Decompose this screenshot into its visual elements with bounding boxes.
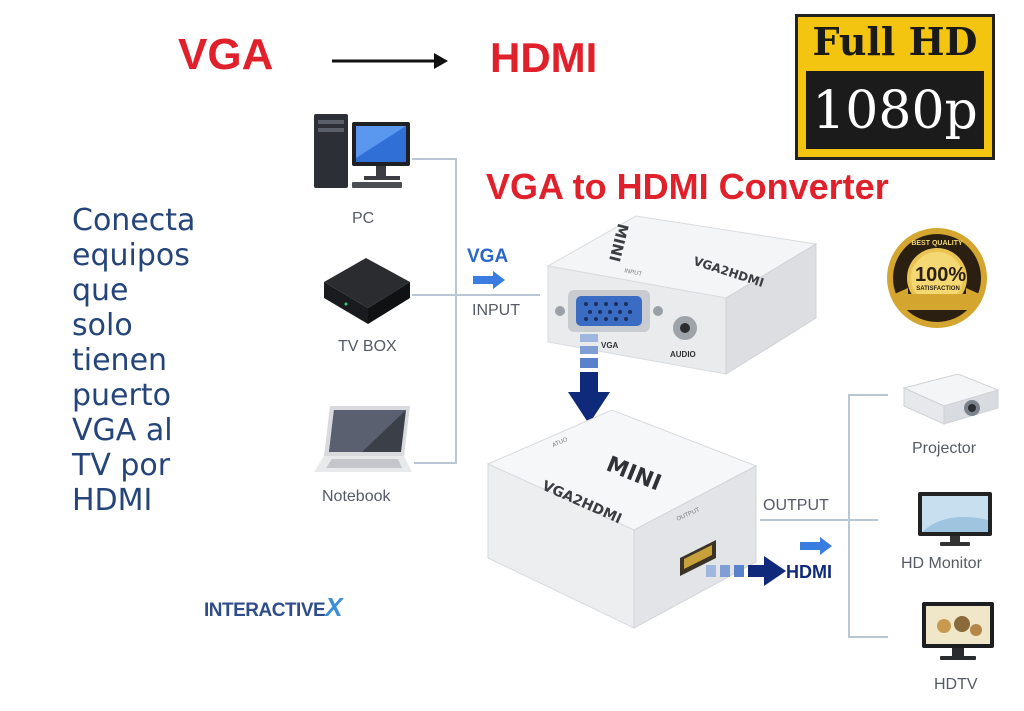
- brand-logo: INTERACTIVEX: [204, 592, 343, 623]
- input-caption: INPUT: [472, 302, 520, 319]
- badge-bottom-text: 1080p: [812, 81, 978, 141]
- input-label-tv-box: TV BOX: [338, 338, 397, 355]
- converter-title: VGA to HDMI Converter: [486, 166, 889, 207]
- projector-icon: [902, 373, 1000, 425]
- output-connector-line: [848, 394, 888, 396]
- description-line: que: [72, 273, 129, 308]
- seal-percent: 100%: [915, 264, 967, 286]
- output-arrow-icon: [706, 556, 786, 586]
- input-connector-line: [414, 462, 456, 464]
- brand-logo-text: INTERACTIVE: [204, 600, 326, 621]
- desktop-pc-icon: [314, 114, 410, 188]
- input-label-pc: PC: [352, 210, 375, 227]
- notebook-icon: [314, 406, 412, 472]
- badge-bottom-panel: 1080p: [806, 71, 984, 149]
- description-line: Conecta: [72, 203, 196, 238]
- output-label-projector: Projector: [912, 440, 977, 457]
- description-line: equipos: [72, 238, 190, 273]
- input-signal-label: VGA: [467, 246, 509, 267]
- hdtv-icon: [922, 602, 994, 660]
- description-line: solo: [72, 308, 133, 343]
- output-caption: OUTPUT: [763, 497, 829, 514]
- seal-ring-text: BEST QUALITY: [911, 240, 963, 247]
- tv-box-icon: [324, 258, 410, 324]
- output-signal-label: HDMI: [786, 562, 832, 582]
- description-line: VGA al: [72, 413, 173, 448]
- full-hd-badge: Full HD 1080p: [795, 14, 995, 160]
- brand-logo-mark: X: [325, 592, 343, 622]
- hd-monitor-icon: [918, 492, 992, 546]
- top-device-port-vga: VGA: [601, 341, 619, 350]
- badge-top-text: Full HD: [812, 19, 978, 64]
- description-line: tienen: [72, 343, 168, 378]
- input-arrow-icon: [473, 271, 505, 289]
- description-line: HDMI: [72, 483, 153, 518]
- output-label-hd-monitor: HD Monitor: [901, 555, 982, 572]
- header-vga: VGA: [178, 30, 274, 79]
- bottom-converter-device: [486, 409, 758, 629]
- quality-seal-icon: [887, 228, 987, 328]
- seal-caption: SATISFACTION: [916, 286, 960, 292]
- input-connector-line: [412, 158, 456, 160]
- down-arrow-icon: [568, 334, 610, 424]
- header-hdmi: HDMI: [490, 34, 598, 81]
- output-connector-line: [848, 394, 850, 638]
- description-line: puerto: [72, 378, 171, 413]
- right-arrow-icon: [332, 53, 448, 69]
- output-small-arrow-icon: [800, 537, 832, 555]
- description-line: TV por: [72, 448, 171, 483]
- description-text: Conecta equipos que solo tienen puerto V…: [72, 203, 195, 518]
- output-caption-line: [760, 519, 878, 521]
- output-connector-line: [848, 636, 888, 638]
- input-connector-line: [412, 294, 540, 296]
- output-label-hdtv: HDTV: [934, 676, 978, 693]
- top-device-port-audio: AUDIO: [670, 350, 696, 359]
- input-connector-line: [455, 158, 457, 464]
- input-label-notebook: Notebook: [322, 488, 391, 505]
